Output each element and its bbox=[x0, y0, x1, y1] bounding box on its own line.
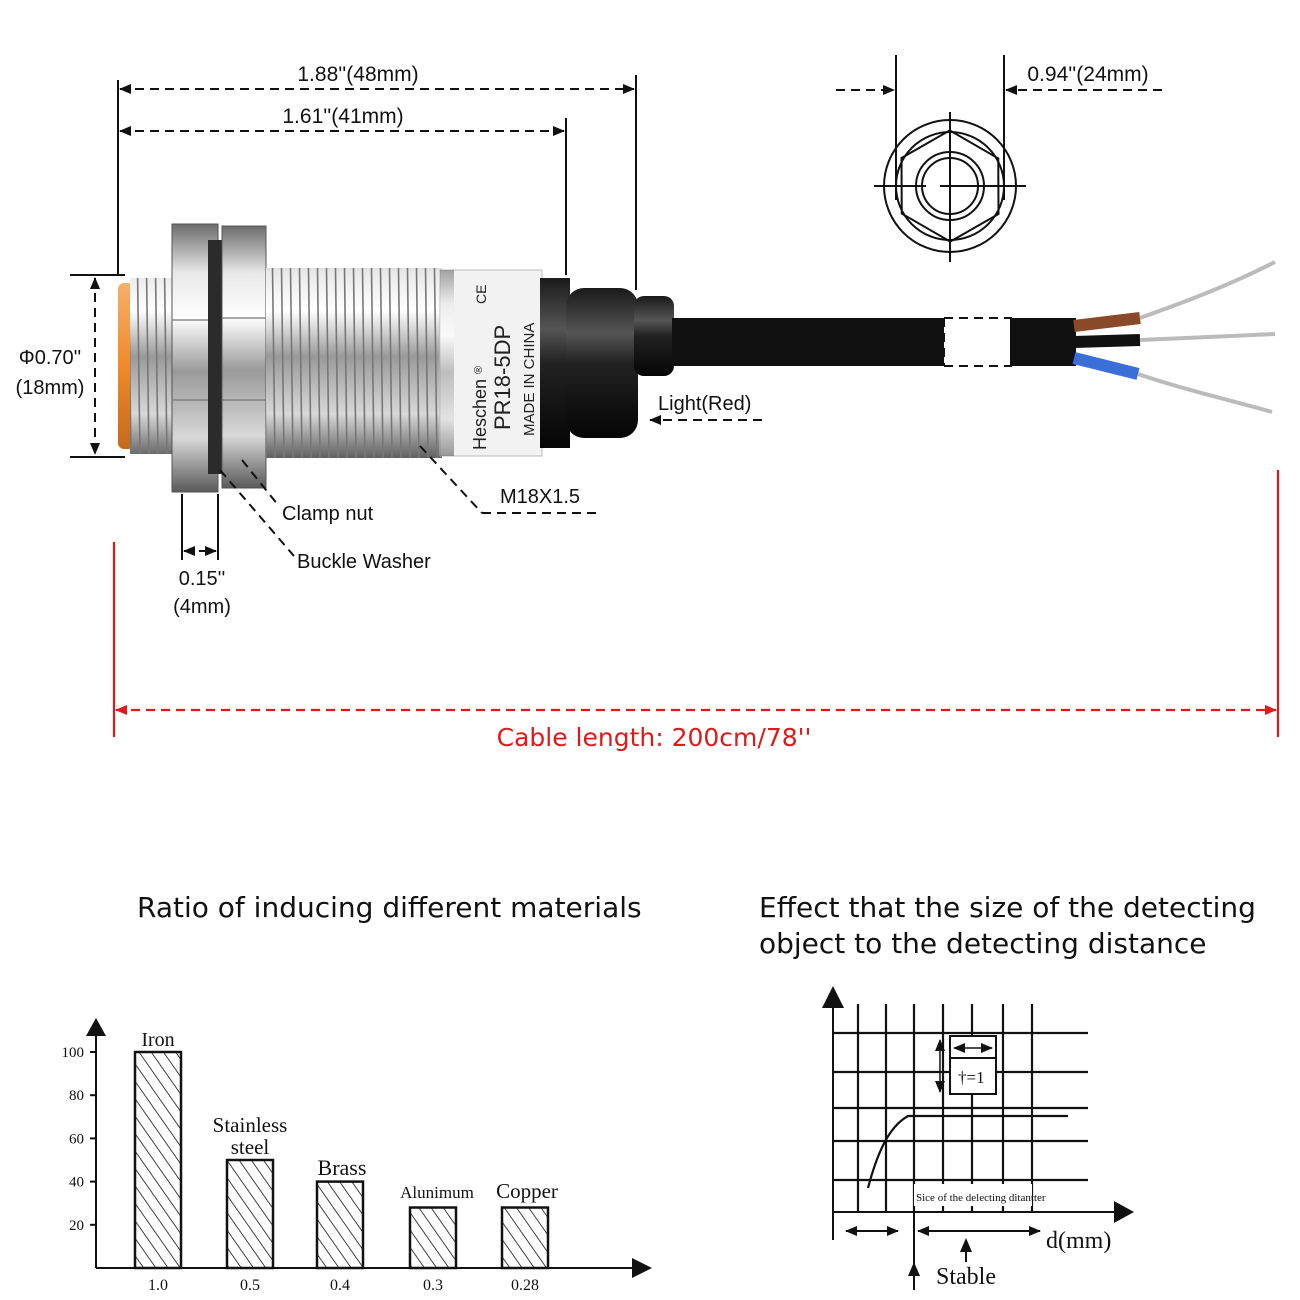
wire-brown bbox=[1073, 312, 1141, 332]
thread-length-dimension: 1.61''(41mm) bbox=[119, 105, 567, 275]
y-tick-label: 80 bbox=[69, 1088, 84, 1104]
light-label: Light(Red) bbox=[658, 393, 751, 415]
sensor-model: PR18-5DP bbox=[490, 325, 515, 430]
y-tick-label: 20 bbox=[69, 1218, 84, 1234]
category-label: Alunimum bbox=[400, 1183, 474, 1202]
x-tick-label: 0.4 bbox=[330, 1277, 350, 1294]
thread-callout: M18X1.5 bbox=[419, 445, 598, 514]
sensor-registered: ® bbox=[473, 366, 485, 374]
hex-width-label: 0.94''(24mm) bbox=[1027, 63, 1148, 86]
buckle-washer-label: Buckle Washer bbox=[297, 551, 431, 573]
y-tick-label: 40 bbox=[69, 1175, 84, 1191]
detecting-distance-chart: †=1 Sice of the delecting ditantter d(mm… bbox=[822, 986, 1134, 1290]
distance-chart-heading-line1: Effect that the size of the detecting bbox=[759, 891, 1256, 924]
overall-length-dimension: 1.88''(48mm) bbox=[117, 63, 637, 290]
nut-thickness-line2: (4mm) bbox=[173, 596, 231, 618]
clamp-nut bbox=[221, 225, 267, 489]
cable-length-label: Cable length: 200cm/78'' bbox=[497, 723, 812, 752]
cable bbox=[672, 318, 947, 366]
category-label: steel bbox=[231, 1135, 270, 1159]
buckle-washer bbox=[208, 240, 222, 474]
category-label: Iron bbox=[141, 1029, 174, 1051]
buckle-washer-callout: Buckle Washer bbox=[219, 469, 431, 573]
bar-stainless-steel bbox=[225, 1158, 275, 1270]
distance-curve bbox=[866, 1114, 1068, 1189]
inset-ratio-label: †=1 bbox=[958, 1068, 985, 1087]
diameter-dimension: Φ0.70'' (18mm) bbox=[16, 274, 125, 458]
y-tick-label: 100 bbox=[62, 1045, 85, 1061]
overall-length-label: 1.88''(48mm) bbox=[297, 63, 418, 86]
sensor-origin: MADE IN CHINA bbox=[521, 323, 538, 436]
x-tick-label: 0.3 bbox=[423, 1277, 443, 1294]
wire-black bbox=[1073, 334, 1141, 348]
material-ratio-chart: 100 80 60 40 20 1.0 0.5 0.4 0.3 0.28 IronStainless… bbox=[62, 1018, 652, 1294]
category-label: Brass bbox=[318, 1155, 367, 1180]
sensor-brand: Heschen bbox=[470, 379, 490, 450]
category-label: Copper bbox=[496, 1179, 558, 1203]
x-tick-label: 0.5 bbox=[240, 1277, 260, 1294]
thread-label: M18X1.5 bbox=[500, 486, 580, 508]
x-tick-label: 0.28 bbox=[511, 1277, 539, 1294]
stable-label: Stable bbox=[936, 1264, 996, 1290]
light-callout: Light(Red) bbox=[649, 393, 762, 425]
nut-thickness-line1: 0.15'' bbox=[179, 568, 226, 590]
bar-alunimum bbox=[408, 1206, 458, 1270]
wire-blue bbox=[1072, 352, 1140, 380]
sensor-ce-mark: CE bbox=[473, 285, 489, 304]
curve-label: Sice of the delecting ditantter bbox=[916, 1192, 1046, 1204]
clamp-nut-label: Clamp nut bbox=[282, 503, 374, 525]
x-tick-label: 1.0 bbox=[148, 1277, 168, 1294]
rear-housing bbox=[540, 278, 570, 448]
clamp-nut-callout: Clamp nut bbox=[241, 459, 374, 525]
bar-copper bbox=[500, 1206, 550, 1270]
threaded-body bbox=[266, 268, 442, 458]
nut-thickness-dimension: 0.15'' (4mm) bbox=[173, 494, 231, 618]
x-axis-label-dmm: d(mm) bbox=[1046, 1228, 1111, 1254]
y-tick-label: 60 bbox=[69, 1131, 84, 1147]
bar-brass bbox=[315, 1180, 365, 1270]
hex-end-view: 0.94''(24mm) bbox=[836, 55, 1162, 262]
diameter-label-line1: Φ0.70'' bbox=[19, 347, 82, 369]
materials-chart-heading: Ratio of inducing different materials bbox=[137, 891, 642, 924]
label-sleeve bbox=[439, 269, 543, 457]
proximity-sensor bbox=[118, 223, 1276, 493]
diameter-label-line2: (18mm) bbox=[16, 377, 85, 399]
cable-length-dimension: Cable length: 200cm/78'' bbox=[112, 470, 1280, 752]
sensor-print: Heschen ® PR18-5DP MADE IN CHINA CE bbox=[470, 285, 538, 450]
category-label: Stainless bbox=[213, 1113, 288, 1137]
distance-chart-heading-line2: object to the detecting distance bbox=[759, 927, 1207, 960]
thread-length-label: 1.61''(41mm) bbox=[282, 105, 403, 128]
bar-iron bbox=[133, 1050, 183, 1270]
cable-break bbox=[944, 318, 1010, 366]
